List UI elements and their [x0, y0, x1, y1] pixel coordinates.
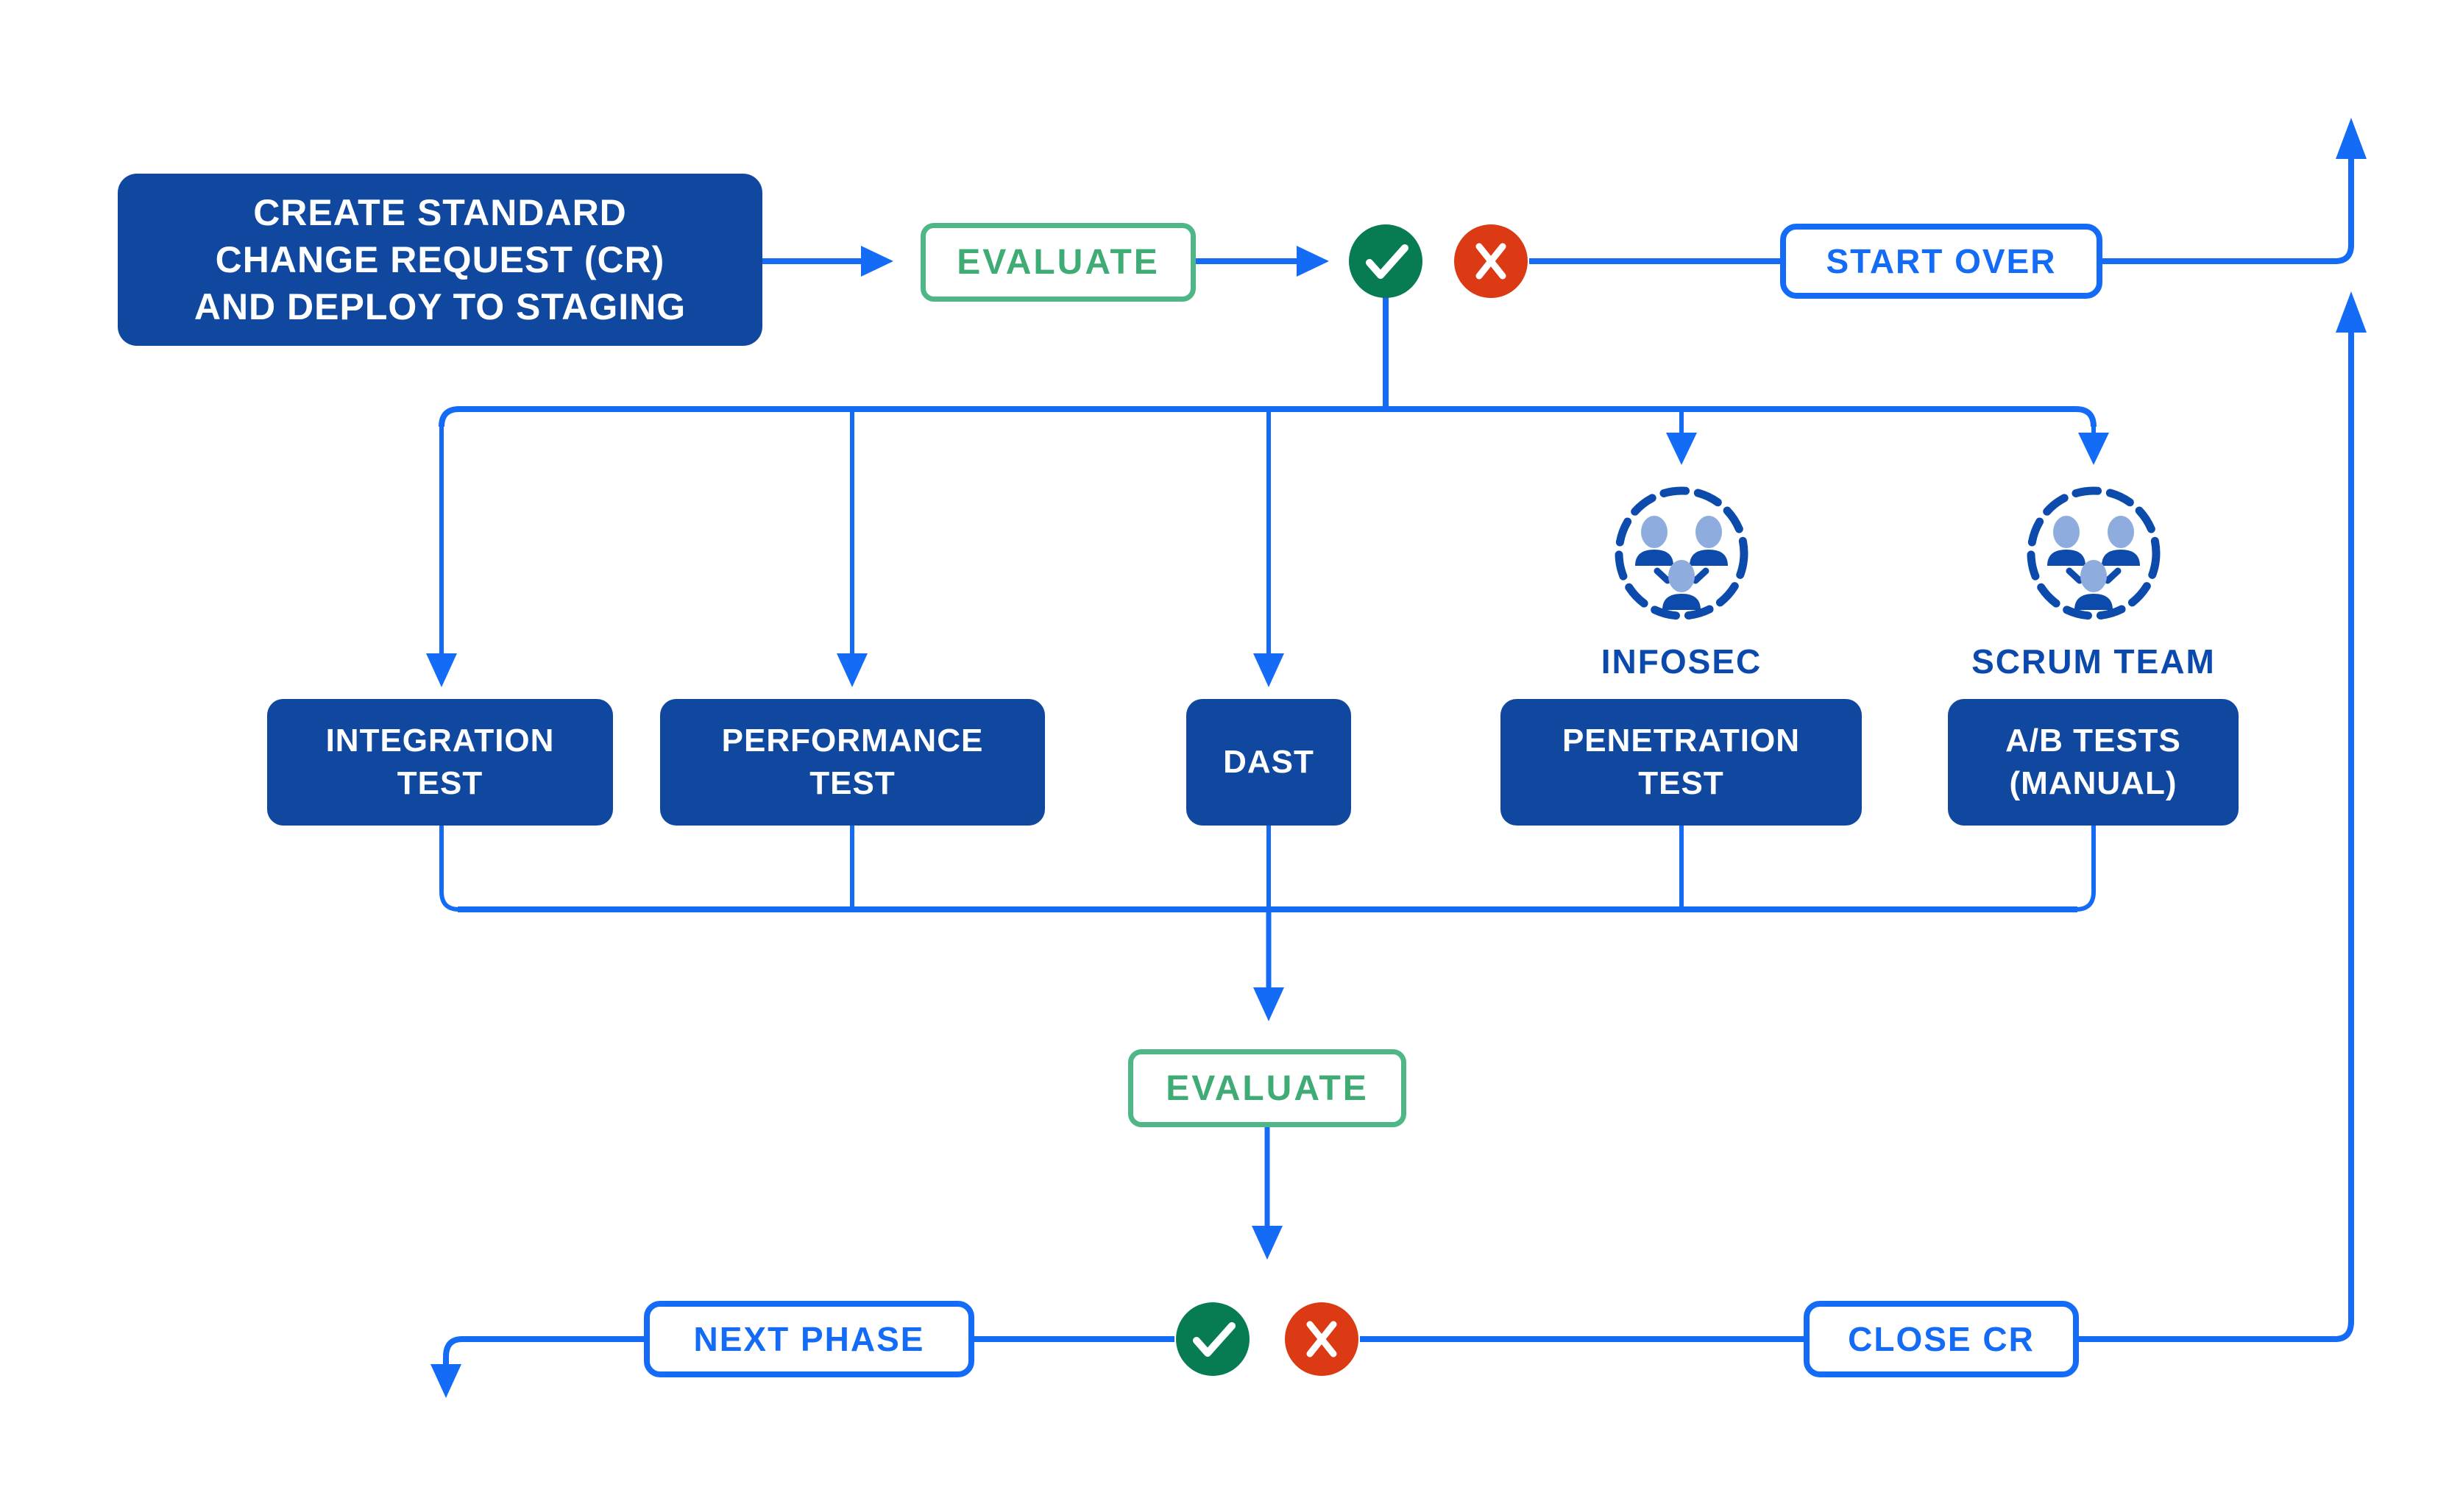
- node-label-line: (MANUAL): [2009, 765, 2177, 801]
- node-label-line: TEST: [397, 765, 483, 801]
- arrowhead-performance: [837, 653, 868, 687]
- arrowhead-into-evaluate-bottom: [1253, 987, 1284, 1021]
- edge-nextphase-left-down: [443, 1336, 644, 1364]
- node-label-line: TEST: [809, 765, 896, 801]
- arrowhead-scrum: [2078, 433, 2109, 465]
- node-dast: DAST: [1186, 699, 1351, 826]
- node-ab-tests: A/B TESTS (MANUAL): [1948, 699, 2239, 826]
- scrum-team-label: SCRUM TEAM: [1971, 642, 2216, 681]
- cross-icon: [1454, 224, 1528, 298]
- node-evaluate-bottom: EVALUATE: [1128, 1049, 1406, 1127]
- check-icon: [1349, 224, 1422, 298]
- node-label-line: TEST: [1638, 765, 1724, 801]
- node-label: DAST: [1223, 744, 1314, 780]
- arrowhead-startover-up: [2336, 118, 2367, 159]
- node-label-line: CHANGE REQUEST (CR): [215, 239, 665, 280]
- node-label-line: CREATE STANDARD: [253, 192, 627, 233]
- node-label: START OVER: [1826, 242, 2057, 280]
- arrowhead-into-result-bottom: [1252, 1226, 1283, 1260]
- arrowhead-infosec: [1666, 433, 1697, 465]
- node-label-line: A/B TESTS: [2005, 723, 2181, 759]
- team-icon: [1619, 491, 1744, 616]
- check-icon: [1176, 1302, 1250, 1376]
- node-label: CLOSE CR: [1848, 1320, 2035, 1358]
- node-label-line: AND DEPLOY TO STAGING: [194, 286, 687, 327]
- node-label: EVALUATE: [1166, 1068, 1369, 1108]
- arrowhead-nextphase-down: [430, 1364, 461, 1398]
- team-icon: [2031, 491, 2156, 616]
- node-label-line: INTEGRATION: [325, 723, 555, 759]
- arrowhead-dast: [1253, 653, 1284, 687]
- node-integration-test: INTEGRATION TEST: [267, 699, 613, 826]
- node-label-line: PENETRATION: [1562, 723, 1801, 759]
- arrowhead-integration: [426, 653, 457, 687]
- node-start-over: START OVER: [1780, 224, 2102, 299]
- node-create-change-request: CREATE STANDARD CHANGE REQUEST (CR) AND …: [118, 174, 762, 346]
- node-penetration-test: PENETRATION TEST: [1500, 699, 1862, 826]
- arrowhead-into-evaluate-top: [861, 246, 893, 277]
- node-label: NEXT PHASE: [693, 1320, 925, 1358]
- arrowhead-closecr-up: [2336, 291, 2367, 333]
- cross-icon: [1285, 1302, 1358, 1376]
- node-label-line: PERFORMANCE: [721, 723, 984, 759]
- node-next-phase: NEXT PHASE: [644, 1301, 974, 1377]
- infosec-label: INFOSEC: [1601, 642, 1762, 681]
- conn-integration-bus: [439, 826, 460, 912]
- node-close-cr: CLOSE CR: [1804, 1301, 2079, 1377]
- conn-ab-bus: [2075, 826, 2096, 912]
- arrowhead-into-result-top: [1297, 246, 1329, 277]
- node-evaluate-top: EVALUATE: [921, 223, 1196, 302]
- edge-startover-up: [2102, 159, 2354, 264]
- edge-closecr-up: [2079, 333, 2354, 1342]
- top-bus: [439, 406, 2097, 427]
- node-performance-test: PERFORMANCE TEST: [660, 699, 1045, 826]
- node-label: EVALUATE: [957, 243, 1160, 282]
